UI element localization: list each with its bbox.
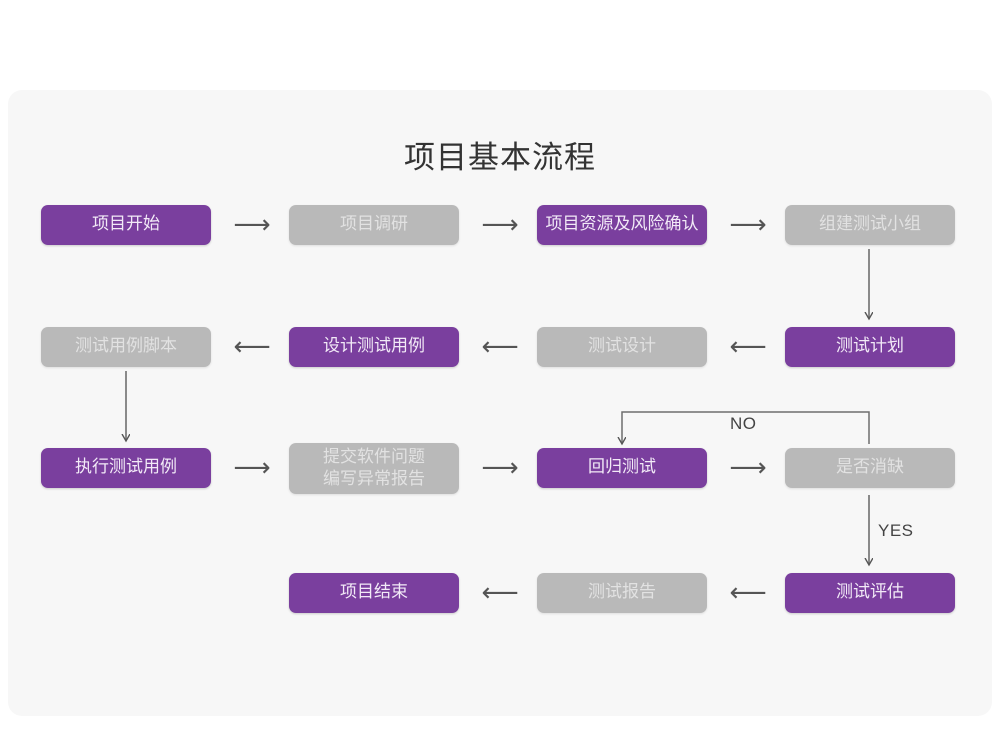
- node-label: 项目资源及风险确认: [545, 214, 699, 235]
- node-test-design[interactable]: 测试设计: [537, 327, 707, 367]
- arrow-glyph: ⟵: [729, 578, 767, 608]
- node-label: 回归测试: [588, 457, 656, 478]
- arrow-glyph: ⟶: [233, 210, 271, 240]
- arrow-right-1: ⟶: [216, 210, 288, 240]
- arrow-glyph: ⟶: [233, 453, 271, 483]
- arrow-right-2: ⟶: [464, 210, 536, 240]
- node-build-test-team[interactable]: 组建测试小组: [785, 205, 955, 245]
- node-testcase-script[interactable]: 测试用例脚本: [41, 327, 211, 367]
- node-submit-bug-report[interactable]: 提交软件问题 编写异常报告: [289, 443, 459, 494]
- arrow-glyph: ⟶: [481, 210, 519, 240]
- node-label: 项目结束: [340, 582, 408, 603]
- arrow-left-1: ⟵: [216, 332, 288, 362]
- node-label: 设计测试用例: [323, 336, 425, 357]
- node-label: 执行测试用例: [75, 457, 177, 478]
- node-resource-risk-confirm[interactable]: 项目资源及风险确认: [537, 205, 707, 245]
- arrow-left-4: ⟵: [464, 578, 536, 608]
- arrow-right-6: ⟶: [712, 453, 784, 483]
- arrow-right-5: ⟶: [464, 453, 536, 483]
- edge-label-yes: YES: [878, 521, 914, 540]
- node-project-research[interactable]: 项目调研: [289, 205, 459, 245]
- node-label: 测试用例脚本: [75, 336, 177, 357]
- node-regression-test[interactable]: 回归测试: [537, 448, 707, 488]
- node-test-evaluation[interactable]: 测试评估: [785, 573, 955, 613]
- arrow-glyph: ⟵: [481, 578, 519, 608]
- arrow-glyph: ⟶: [481, 453, 519, 483]
- arrow-glyph: ⟵: [729, 332, 767, 362]
- arrow-glyph: ⟶: [729, 210, 767, 240]
- node-project-end[interactable]: 项目结束: [289, 573, 459, 613]
- node-execute-testcase[interactable]: 执行测试用例: [41, 448, 211, 488]
- arrow-glyph: ⟵: [481, 332, 519, 362]
- node-label: 项目开始: [92, 214, 160, 235]
- node-label: 是否消缺: [836, 457, 904, 478]
- arrow-glyph: ⟶: [729, 453, 767, 483]
- edge-label-no: NO: [730, 414, 757, 433]
- arrow-left-2: ⟵: [464, 332, 536, 362]
- arrow-right-3: ⟶: [712, 210, 784, 240]
- node-label: 提交软件问题 编写异常报告: [323, 446, 425, 489]
- page-title: 项目基本流程: [404, 140, 596, 176]
- node-label: 项目调研: [340, 214, 408, 235]
- node-test-report[interactable]: 测试报告: [537, 573, 707, 613]
- arrow-left-5: ⟵: [712, 578, 784, 608]
- node-defect-cleared[interactable]: 是否消缺: [785, 448, 955, 488]
- node-label: 测试计划: [836, 336, 904, 357]
- node-label: 测试报告: [588, 582, 656, 603]
- flowchart-card: [8, 90, 992, 716]
- node-label: 测试设计: [588, 336, 656, 357]
- node-test-plan[interactable]: 测试计划: [785, 327, 955, 367]
- node-project-start[interactable]: 项目开始: [41, 205, 211, 245]
- arrow-right-4: ⟶: [216, 453, 288, 483]
- arrow-glyph: ⟵: [233, 332, 271, 362]
- node-label: 测试评估: [836, 582, 904, 603]
- node-label: 组建测试小组: [819, 214, 921, 235]
- node-design-testcase[interactable]: 设计测试用例: [289, 327, 459, 367]
- arrow-left-3: ⟵: [712, 332, 784, 362]
